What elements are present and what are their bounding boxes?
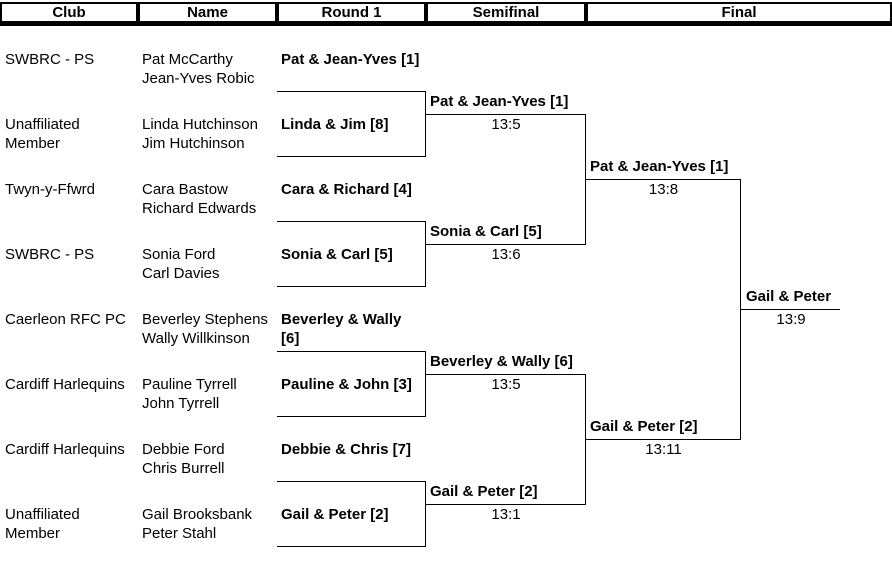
player-name: Peter Stahl [142,525,217,542]
bracket-line [277,91,426,92]
player-name: Pat McCarthy [142,51,233,68]
club-name: Unaffiliated Member [5,506,80,542]
bracket-line [426,374,586,375]
round1-team: Debbie & Chris [7] [281,441,412,458]
bracket-line [277,156,426,157]
final-score: 13:8 [648,181,679,198]
bracket-line [425,91,426,157]
bracket-line [740,179,741,440]
semifinal-team: Pat & Jean-Yves [1] [430,93,569,110]
semifinal-score: 13:5 [491,116,521,133]
player-name: Chris Burrell [142,460,225,477]
bracket-line [585,114,586,245]
final-team: Pat & Jean-Yves [1] [590,158,729,175]
header-club: Club [0,2,138,23]
player-name: Jim Hutchinson [142,135,245,152]
round1-team: Gail & Peter [2] [281,506,389,523]
round1-team: Cara & Richard [4] [281,181,412,198]
player-name: Linda Hutchinson [142,116,258,133]
bracket-line [426,504,586,505]
round1-team: Pat & Jean-Yves [1] [281,51,420,68]
header-round1: Round 1 [277,2,426,23]
club-name: Cardiff Harlequins [5,441,125,458]
round1-team: Pauline & John [3] [281,376,412,393]
semifinal-score: 13:1 [491,506,521,523]
bracket-line [277,546,426,547]
bracket-line [277,286,426,287]
header-semifinal: Semifinal [426,2,586,23]
player-name: Pauline Tyrrell [142,376,237,393]
semifinal-score: 13:5 [491,376,521,393]
player-name: Beverley Stephens [142,311,268,328]
bracket-line [586,439,741,440]
bracket-line [277,481,426,482]
bracket-line [277,351,426,352]
round1-team: Sonia & Carl [5] [281,246,393,263]
round1-team: Beverley & Wally [6] [281,311,402,347]
final-score: 13:11 [645,441,682,458]
player-name: John Tyrrell [142,395,220,412]
semifinal-score: 13:6 [491,246,521,263]
header-final: Final [586,2,892,23]
bracket-line [277,221,426,222]
round1-team: Linda & Jim [8] [281,116,389,133]
header-name: Name [138,2,277,23]
club-name: Unaffiliated Member [5,116,80,152]
final-team: Gail & Peter [2] [590,418,698,435]
bracket-line [585,374,586,505]
player-name: Carl Davies [142,265,220,282]
player-name: Wally Willkinson [142,330,250,347]
club-name: Cardiff Harlequins [5,376,125,393]
semifinal-team: Beverley & Wally [6] [430,353,573,370]
semifinal-team: Gail & Peter [2] [430,483,538,500]
bracket-line [425,481,426,547]
player-name: Jean-Yves Robic [142,70,255,87]
bracket-line [426,114,586,115]
winner-team: Gail & Peter [746,288,832,305]
player-name: Gail Brooksbank [142,506,253,523]
bracket-line [586,179,741,180]
club-name: SWBRC - PS [5,51,95,68]
player-name: Richard Edwards [142,200,257,217]
bracket-line [741,309,840,310]
player-name: Sonia Ford [142,246,216,263]
player-name: Debbie Ford [142,441,225,458]
bracket-line [425,351,426,417]
player-name: Cara Bastow [142,181,228,198]
bracket-line [426,244,586,245]
club-name: Twyn-y-Ffwrd [5,181,95,198]
club-name: SWBRC - PS [5,246,95,263]
club-name: Caerleon RFC PC [5,311,126,328]
winner-score: 13:9 [776,311,806,328]
semifinal-team: Sonia & Carl [5] [430,223,542,240]
bracket-line [277,416,426,417]
bracket-line [425,221,426,287]
